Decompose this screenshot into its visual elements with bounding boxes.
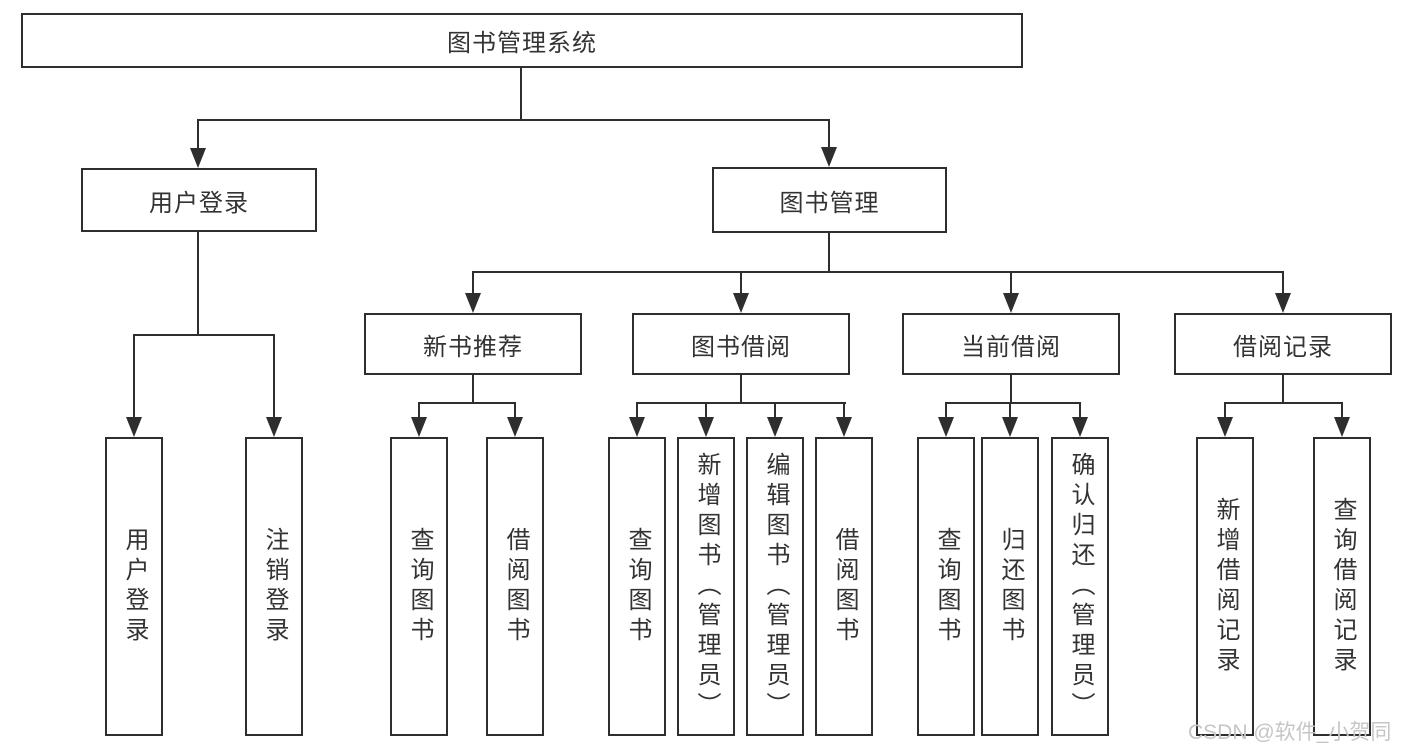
connector-line (636, 402, 638, 419)
connector-line (418, 402, 420, 419)
connector-line (472, 271, 1284, 273)
arrow-down-icon (1334, 417, 1350, 437)
arrow-down-icon (821, 147, 837, 167)
connector-line (636, 402, 846, 404)
connector-line (945, 402, 947, 419)
connector-line (1224, 402, 1343, 404)
arrow-down-icon (465, 293, 481, 313)
arrow-down-icon (767, 417, 783, 437)
arrow-down-icon (938, 417, 954, 437)
connector-line (197, 119, 199, 149)
connector-line (945, 402, 1081, 404)
arrow-down-icon (266, 417, 282, 437)
connector-line (1282, 271, 1284, 295)
leaf-return-books: 归还图书 (981, 437, 1039, 736)
leaf-query-books: 查询图书 (917, 437, 975, 736)
connector-line (1224, 402, 1226, 419)
connector-line (472, 375, 474, 404)
arrow-down-icon (507, 417, 523, 437)
connector-line (705, 402, 707, 419)
leaf-confirm-return-admin: 确认归还（管理员） (1051, 437, 1109, 736)
arrow-down-icon (190, 148, 206, 168)
node-current-borrowing: 当前借阅 (902, 313, 1120, 375)
arrow-down-icon (629, 417, 645, 437)
connector-line (418, 402, 516, 404)
leaf-borrow-books: 借阅图书 (815, 437, 873, 736)
node-new-book-recommendation: 新书推荐 (364, 313, 582, 375)
arrow-down-icon (836, 417, 852, 437)
arrow-down-icon (1217, 417, 1233, 437)
node-book-borrowing: 图书借阅 (632, 313, 850, 375)
connector-line (197, 232, 199, 336)
arrow-down-icon (1003, 293, 1019, 313)
connector-line (843, 402, 845, 419)
connector-line (514, 402, 516, 419)
connector-line (1341, 402, 1343, 419)
connector-line (828, 119, 830, 148)
leaf-user-login: 用户登录 (105, 437, 163, 736)
connector-line (133, 334, 275, 336)
connector-line (1282, 375, 1284, 404)
connector-line (1010, 375, 1012, 404)
leaf-logout: 注销登录 (245, 437, 303, 736)
leaf-edit-books-admin: 编辑图书（管理员） (746, 437, 804, 736)
leaf-query-books: 查询图书 (608, 437, 666, 736)
leaf-add-books-admin: 新增图书（管理员） (677, 437, 735, 736)
csdn-watermark: CSDN @软件_小贺同学 (1188, 721, 1392, 744)
connector-line (472, 271, 474, 295)
leaf-add-borrow-record: 新增借阅记录 (1196, 437, 1254, 736)
connector-line (133, 334, 135, 418)
arrow-down-icon (1072, 417, 1088, 437)
leaf-borrow-books: 借阅图书 (486, 437, 544, 736)
connector-line (1079, 402, 1081, 419)
arrow-down-icon (126, 417, 142, 437)
connector-line (520, 68, 522, 120)
connector-line (1009, 402, 1011, 419)
node-user-login: 用户登录 (81, 168, 317, 232)
node-library-management-system: 图书管理系统 (21, 13, 1023, 68)
arrow-down-icon (1002, 417, 1018, 437)
connector-line (198, 119, 830, 121)
connector-line (740, 375, 742, 404)
connector-line (740, 271, 742, 295)
arrow-down-icon (411, 417, 427, 437)
node-borrowing-records: 借阅记录 (1174, 313, 1392, 375)
leaf-query-books: 查询图书 (390, 437, 448, 736)
node-book-management: 图书管理 (712, 167, 947, 233)
arrow-down-icon (1275, 293, 1291, 313)
connector-line (828, 233, 830, 272)
connector-line (273, 334, 275, 418)
leaf-query-borrow-record: 查询借阅记录 (1313, 437, 1371, 736)
arrow-down-icon (733, 293, 749, 313)
connector-line (774, 402, 776, 419)
connector-line (1010, 271, 1012, 295)
arrow-down-icon (698, 417, 714, 437)
